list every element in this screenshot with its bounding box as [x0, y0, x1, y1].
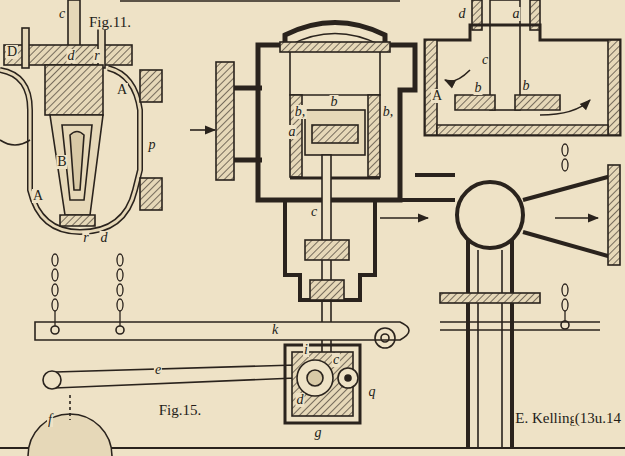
figure-caption: Fig.11. — [88, 15, 132, 30]
part-letter: q — [368, 385, 377, 399]
part-letter: e — [154, 363, 162, 377]
part-letter: b — [474, 81, 483, 95]
part-letter: b — [522, 79, 531, 93]
part-letter: c — [310, 205, 318, 219]
part-letter: c — [481, 53, 489, 67]
part-letter: f — [47, 413, 53, 427]
part-letter: A — [32, 189, 44, 203]
part-letter: c — [332, 353, 340, 367]
part-letter: g — [314, 426, 323, 440]
part-letter: D — [6, 45, 18, 59]
part-letter: r — [93, 49, 100, 63]
part-letter: d — [100, 231, 109, 245]
part-letter: A — [431, 89, 443, 103]
part-letter: b, — [294, 105, 307, 119]
part-letter: B — [56, 155, 67, 169]
part-letter: A — [116, 83, 128, 97]
part-letter: a — [288, 125, 297, 139]
part-letter: p — [148, 138, 157, 152]
part-letter: d — [458, 7, 467, 21]
part-letter: b, — [382, 105, 395, 119]
part-letter: i — [303, 343, 309, 357]
figure-caption: (13u.14 — [574, 411, 622, 426]
part-letter: c — [58, 7, 66, 21]
figure-caption: E. Kelling. — [514, 411, 581, 426]
part-letter: a — [512, 7, 521, 21]
figure-caption: Fig.15. — [158, 403, 203, 418]
part-letter: d — [67, 49, 76, 63]
part-letter: r — [82, 231, 89, 245]
part-letter: b — [330, 95, 339, 109]
part-letter: k — [271, 323, 279, 337]
part-letter: d — [296, 393, 305, 407]
